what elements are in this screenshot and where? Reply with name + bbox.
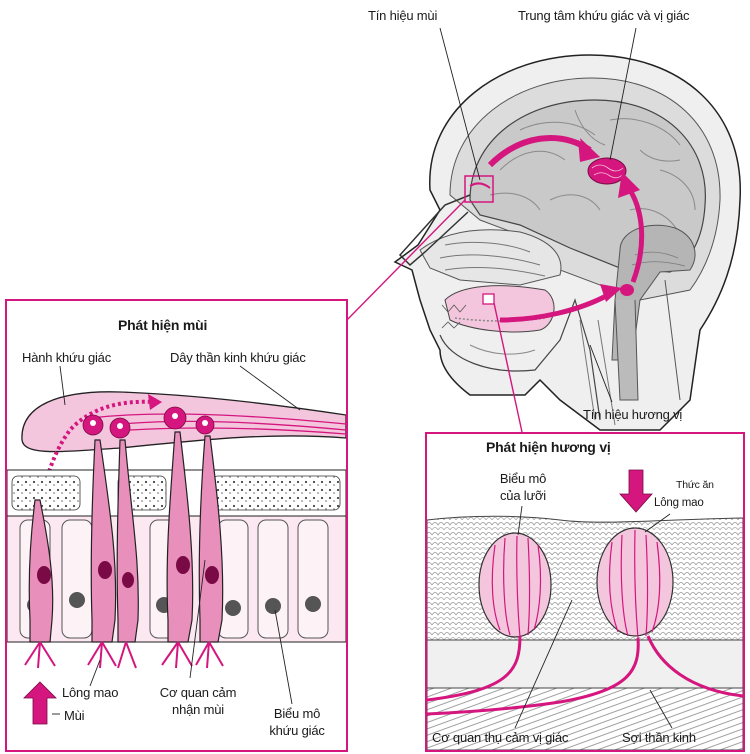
taste-signal-arrow: [499, 172, 645, 323]
label-smell-cilia: Lông mao: [62, 685, 119, 700]
label-food: Thức ăn: [676, 479, 714, 491]
label-tongue-epithelium-line1: Biểu mô: [499, 471, 547, 486]
food-arrow-icon: [619, 469, 653, 513]
smell-detection-panel: [5, 299, 348, 752]
smell-signal-arrow: [487, 135, 600, 168]
label-taste-signal: Tín hiệu hương vị: [583, 407, 683, 422]
label-tongue-epithelium-line2: của lưỡi: [500, 488, 546, 503]
label-smell-signal: Tín hiệu mùi: [368, 8, 438, 23]
taste-bud-right: [596, 527, 674, 639]
label-smell-receptor-line2: nhận mùi: [172, 702, 224, 717]
label-odor: Mùi: [64, 708, 85, 723]
label-olfactory-epithelium-line2: khứu giác: [269, 723, 325, 738]
olfactory-taste-center: [587, 157, 627, 185]
label-olfactory-nerve: Dây thần kinh khứu giác: [170, 350, 306, 365]
taste-detection-panel: [425, 432, 745, 752]
label-olfactory-taste-center: Trung tâm khứu giác và vị giác: [518, 8, 690, 23]
head-illustration: [393, 54, 741, 431]
odor-arrow-icon: [23, 681, 57, 725]
tongue-detail-box: [482, 293, 495, 305]
label-olfactory-epithelium-line1: Biểu mô: [273, 706, 321, 721]
label-nerve-fiber: Sợi thần kinh: [622, 730, 696, 745]
taste-bud-left: [478, 532, 552, 638]
label-olfactory-bulb: Hành khứu giác: [22, 350, 112, 365]
label-taste-cilia: Lông mao: [654, 497, 704, 509]
label-smell-receptor-line1: Cơ quan cảm: [159, 685, 237, 700]
taste-panel-title: Phát hiện hương vị: [486, 439, 611, 455]
smell-panel-title: Phát hiện mùi: [118, 317, 208, 333]
label-taste-receptor: Cơ quan thụ cảm vị giác: [432, 730, 569, 745]
